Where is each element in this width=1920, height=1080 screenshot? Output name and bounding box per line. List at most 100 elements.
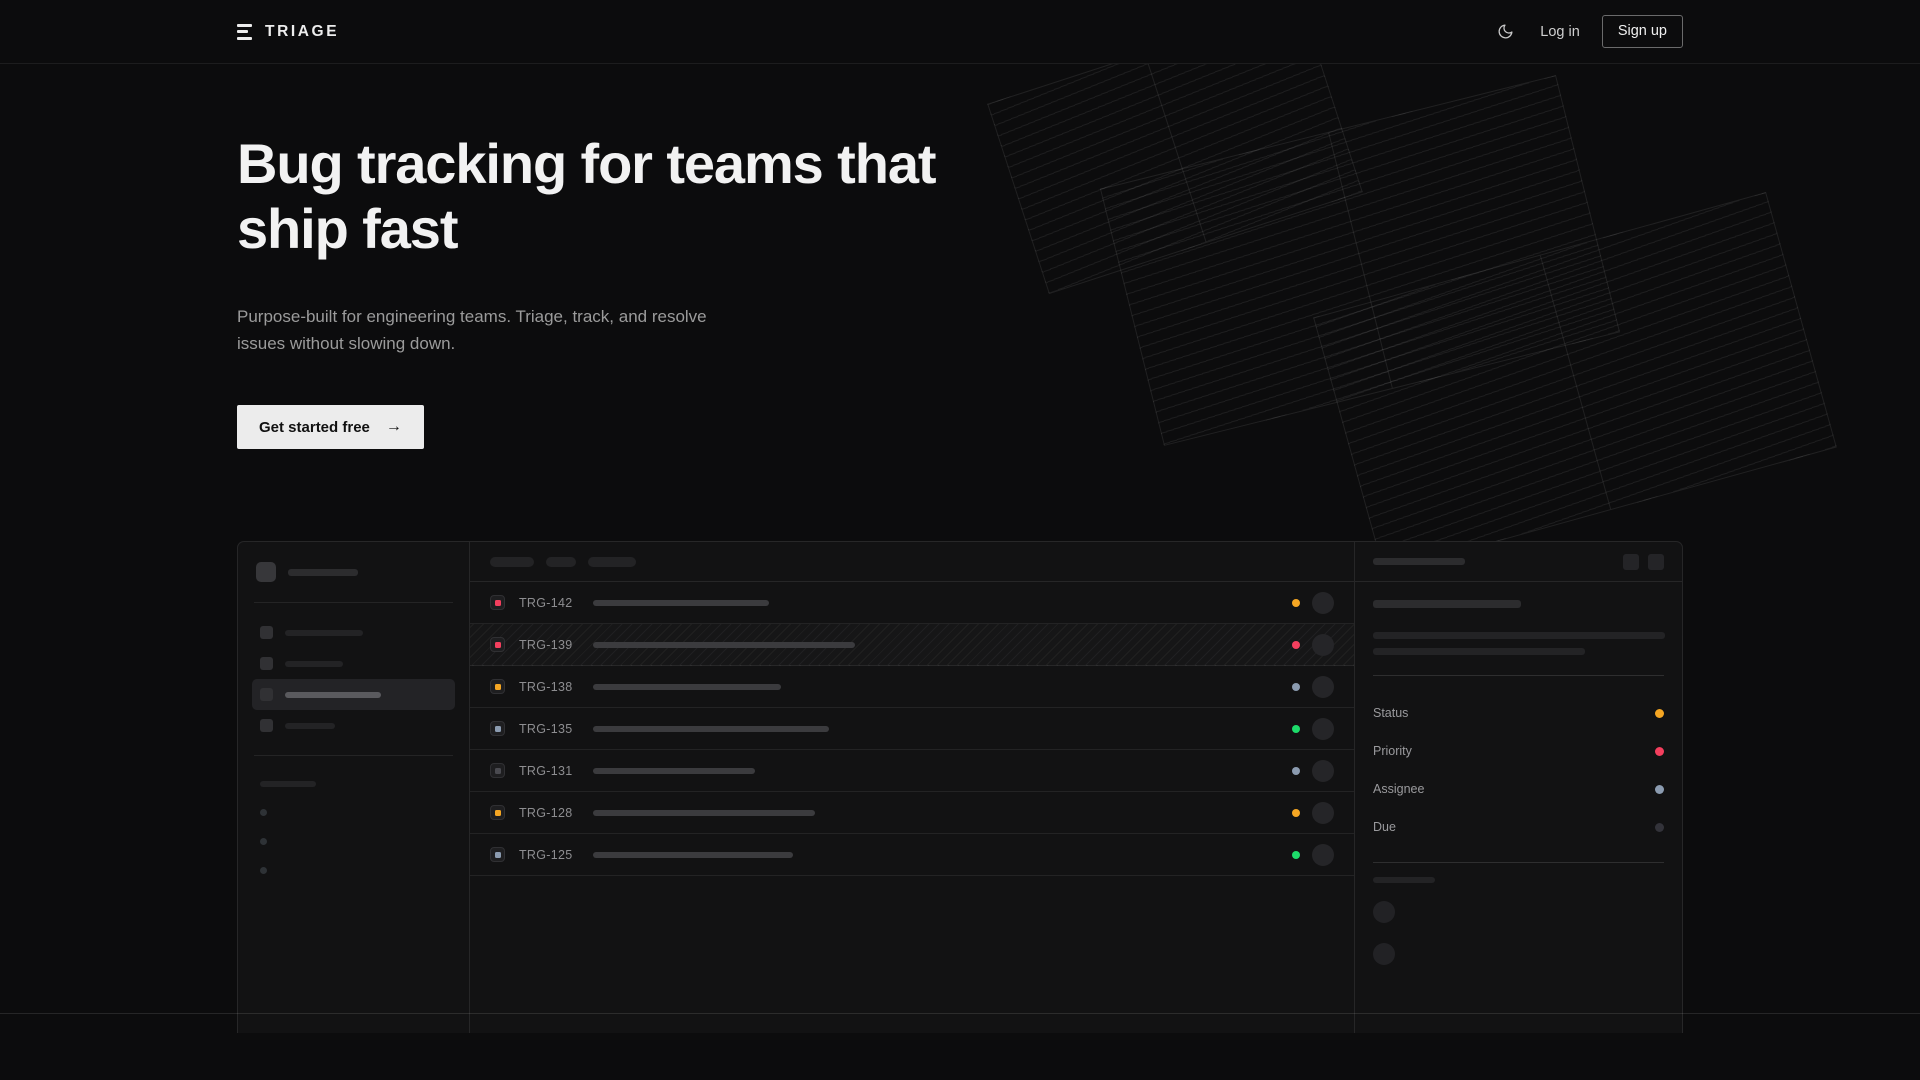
detail-field-status[interactable]: Status (1373, 694, 1664, 732)
sidebar-item-2[interactable] (252, 679, 455, 711)
detail-activity-divider (1373, 862, 1664, 864)
signup-button[interactable]: Sign up (1601, 15, 1683, 48)
table-row[interactable]: TRG-128 (470, 792, 1354, 835)
detail-field-label: Priority (1373, 744, 1412, 759)
detail-field-value-dot (1655, 746, 1664, 756)
sidebar-item-0[interactable] (252, 617, 455, 648)
detail-action-icon[interactable] (1623, 553, 1639, 570)
detail-action-icon[interactable] (1648, 553, 1664, 570)
nav-item-icon (260, 626, 273, 640)
sidebar-item-label (285, 722, 335, 729)
issue-title-skeleton (593, 599, 769, 606)
avatar[interactable] (1312, 843, 1334, 866)
arrow-right-icon: → (385, 418, 402, 436)
sidebar-item-3[interactable] (252, 710, 455, 741)
sidebar-nav-list (252, 617, 455, 741)
issue-title-skeleton (593, 683, 781, 690)
detail-field-due[interactable]: Due (1373, 808, 1664, 846)
issue-list-toolbar (470, 542, 1354, 583)
brand-name: TRIAGE (265, 22, 340, 40)
detail-activity-label (1373, 877, 1435, 884)
status-badge (1292, 766, 1300, 775)
login-link[interactable]: Log in (1540, 23, 1580, 40)
brand-logo[interactable]: TRIAGE (237, 23, 339, 41)
sidebar-sub-item-0[interactable] (252, 798, 455, 827)
page-title: Bug tracking for teams that ship fast (237, 132, 937, 260)
sidebar-section-label-skeleton (260, 781, 316, 788)
avatar[interactable] (1373, 943, 1395, 966)
issue-title-skeleton (593, 641, 855, 648)
detail-field-label: Assignee (1373, 782, 1425, 797)
get-started-label: Get started free (259, 418, 370, 436)
issue-id: TRG-128 (519, 805, 573, 820)
sidebar-sub-dot-icon (260, 809, 267, 817)
detail-desc-line (1373, 632, 1665, 640)
priority-badge-icon (490, 595, 505, 611)
moon-icon[interactable] (1492, 19, 1518, 45)
detail-field-priority[interactable]: Priority (1373, 732, 1664, 770)
table-row[interactable]: TRG-131 (470, 750, 1354, 793)
status-badge (1292, 682, 1300, 691)
detail-header (1355, 542, 1682, 583)
sidebar-section-label (252, 770, 455, 798)
priority-badge-icon (490, 847, 505, 863)
sidebar-item-1[interactable] (252, 648, 455, 679)
issue-id: TRG-138 (519, 679, 573, 694)
toolbar-pill-0[interactable] (490, 556, 534, 567)
get-started-button[interactable]: Get started free → (237, 405, 424, 450)
avatar[interactable] (1312, 801, 1334, 824)
sidebar-workspace[interactable] (252, 556, 455, 588)
table-row[interactable]: TRG-125 (470, 834, 1354, 877)
table-row[interactable]: TRG-138 (470, 666, 1354, 709)
priority-badge-icon (490, 805, 505, 821)
avatar[interactable] (1312, 759, 1334, 782)
nav-item-icon (260, 719, 273, 733)
avatar[interactable] (1312, 717, 1334, 740)
avatar[interactable] (1373, 901, 1395, 924)
toolbar-pill-1[interactable] (546, 556, 576, 567)
issue-title-skeleton (593, 725, 829, 732)
issue-title-skeleton (593, 851, 793, 858)
sidebar-item-label (285, 629, 363, 636)
issue-list-empty-space (470, 876, 1354, 1033)
avatar[interactable] (1312, 675, 1334, 698)
sidebar-item-label (285, 691, 381, 698)
app-sidebar (238, 542, 470, 1034)
sidebar-sub-item-2[interactable] (252, 856, 455, 885)
sidebar-sub-item-1[interactable] (252, 827, 455, 856)
status-badge (1292, 850, 1300, 859)
status-badge (1292, 724, 1300, 733)
avatar[interactable] (1312, 591, 1334, 614)
issue-title-skeleton (593, 809, 815, 816)
issue-id: TRG-139 (519, 637, 573, 652)
nav-item-icon (260, 688, 273, 702)
issue-id: TRG-131 (519, 763, 573, 778)
detail-field-assignee[interactable]: Assignee (1373, 770, 1664, 808)
priority-badge-icon (490, 721, 505, 737)
detail-title-skeleton (1373, 600, 1521, 609)
detail-divider (1373, 675, 1664, 677)
status-badge (1292, 808, 1300, 817)
priority-badge-icon (490, 637, 505, 653)
issue-id: TRG-142 (519, 595, 573, 610)
sidebar-sub-list (252, 798, 455, 885)
workspace-square-icon (256, 562, 276, 583)
top-navigation-bar: TRIAGE Log in Sign up (0, 0, 1920, 64)
hero-section: Bug tracking for teams that ship fast Pu… (0, 132, 1920, 450)
sidebar-sub-dot-icon (260, 838, 267, 846)
toolbar-pill-2[interactable] (588, 556, 636, 567)
table-row[interactable]: TRG-135 (470, 708, 1354, 751)
priority-badge-icon (490, 679, 505, 695)
table-row[interactable]: TRG-139 (470, 624, 1354, 667)
avatar[interactable] (1312, 633, 1334, 656)
table-row[interactable]: TRG-142 (470, 582, 1354, 625)
page-bottom-rule (0, 1013, 1920, 1014)
issue-id: TRG-125 (519, 847, 573, 862)
detail-desc-line (1373, 648, 1585, 656)
nav-item-icon (260, 657, 273, 671)
sidebar-sub-dot-icon (260, 867, 267, 875)
